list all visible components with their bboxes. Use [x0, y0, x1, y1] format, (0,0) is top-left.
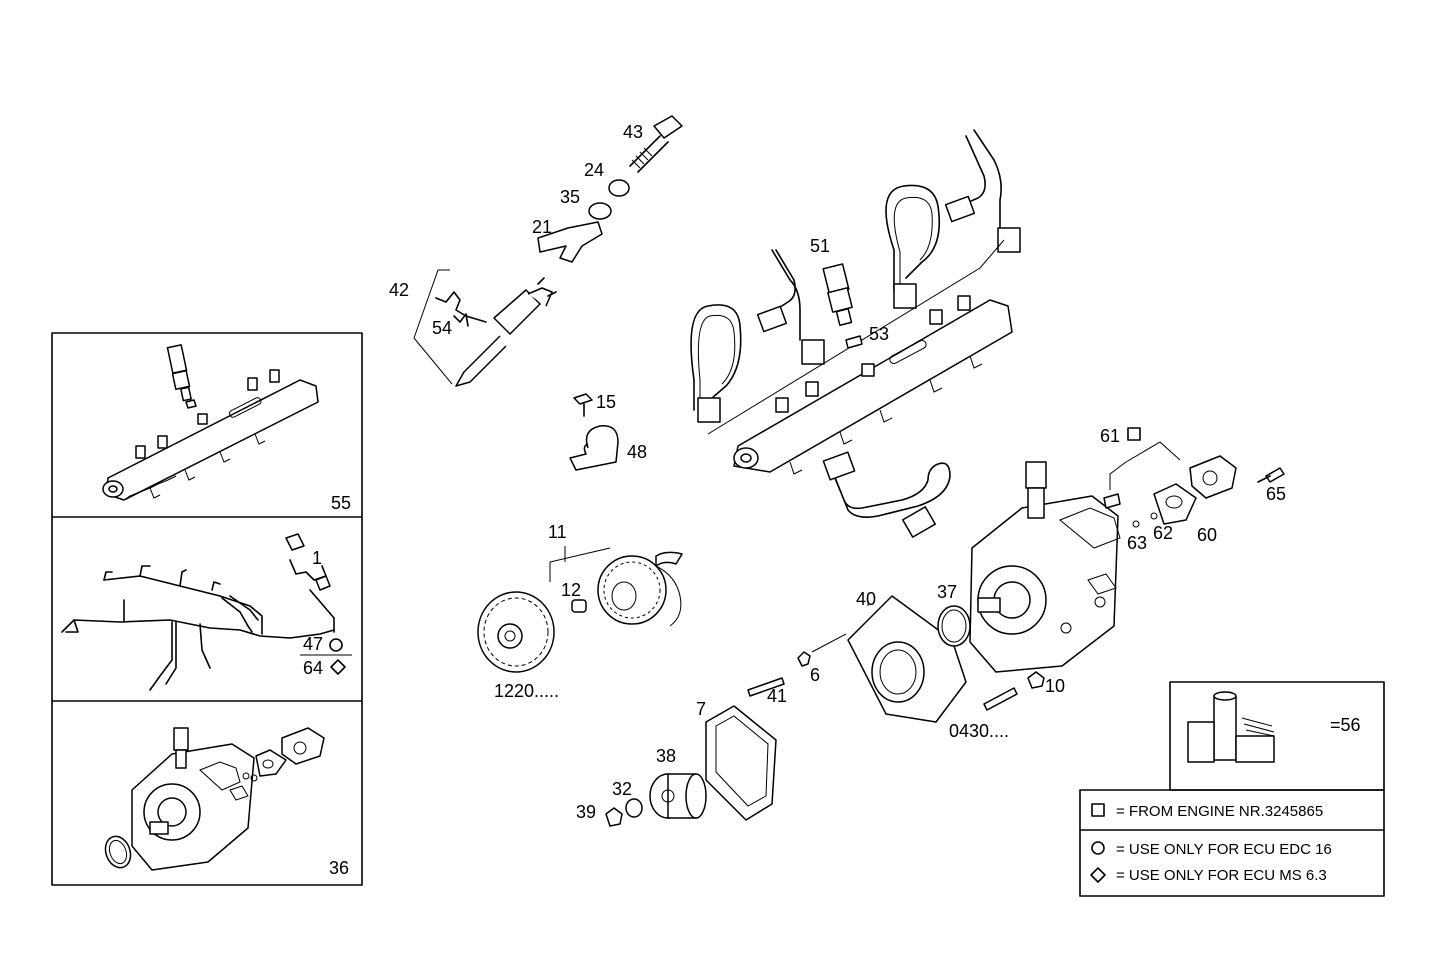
oring-63	[1132, 520, 1140, 528]
gear-11	[597, 551, 683, 627]
rail-panel-label: 55	[331, 493, 351, 513]
diamond-symbol-icon	[330, 659, 346, 675]
callout-0430: 0430....	[949, 721, 1009, 741]
nut-39	[605, 807, 623, 827]
harness-option-b: 64	[303, 658, 323, 678]
callout-10: 10	[1045, 676, 1065, 696]
seal-53	[845, 335, 863, 349]
high-pressure-pump: 61 63 62 60 65	[969, 426, 1286, 673]
callout-21: 21	[532, 217, 552, 237]
gasket-62	[1153, 483, 1197, 525]
injector	[455, 277, 557, 387]
nut-6	[797, 651, 811, 667]
variant-panel-frame	[51, 332, 363, 886]
pipe-1	[690, 304, 742, 411]
valve-60	[1189, 455, 1237, 499]
callout-48: 48	[627, 442, 647, 462]
callout-42: 42	[389, 280, 409, 300]
pump-panel: 36	[104, 727, 349, 878]
kit-label: =56	[1330, 715, 1361, 735]
callout-63: 63	[1127, 533, 1147, 553]
pump-panel-label: 36	[329, 858, 349, 878]
callout-1220: 1220.....	[494, 681, 559, 701]
callout-53: 53	[869, 324, 889, 344]
washer-24	[608, 179, 630, 197]
square-symbol-icon	[1127, 427, 1141, 441]
callout-15: 15	[596, 392, 616, 412]
legend-diamond-icon	[1090, 867, 1106, 883]
pipe-leader	[707, 239, 1005, 435]
legend-symbol-box	[1079, 789, 1385, 897]
callout-62: 62	[1153, 523, 1173, 543]
harness-option-a: 47	[303, 634, 323, 654]
callout-54: 54	[432, 318, 452, 338]
callout-61: 61	[1100, 426, 1120, 446]
bracket-42	[413, 269, 453, 385]
bolt-43	[629, 115, 683, 173]
pipe-4	[949, 135, 986, 211]
harness-panel-label: 1	[312, 548, 322, 568]
pipe-2	[759, 249, 796, 321]
callout-11: 11	[548, 522, 567, 542]
harness-panel: 1 47 64	[61, 533, 352, 691]
cover-7	[705, 705, 777, 821]
gear-1220	[477, 591, 555, 673]
callout-12: 12	[561, 580, 581, 600]
callout-7: 7	[696, 699, 706, 719]
gear-group: 11 12 1220.....	[477, 522, 683, 701]
clip-48	[569, 425, 619, 471]
legend-square-icon	[1091, 803, 1105, 817]
legend-diamond-text: = USE ONLY FOR ECU MS 6.3	[1116, 867, 1327, 884]
legend: =56 = FROM ENGINE NR.3245865 = USE ONLY …	[1079, 681, 1385, 897]
pin-12	[571, 599, 587, 613]
drive-group: 7 38 32 39	[576, 699, 777, 827]
callout-51: 51	[810, 236, 830, 256]
variant-panels: 55	[51, 332, 363, 886]
feed-pipe	[829, 462, 951, 518]
gear-38	[649, 773, 707, 819]
callout-65: 65	[1266, 484, 1286, 504]
callout-41: 41	[767, 686, 787, 706]
callout-35: 35	[560, 187, 580, 207]
rail-panel: 55	[102, 344, 351, 513]
legend-circle-text: = USE ONLY FOR ECU EDC 16	[1116, 841, 1332, 858]
callout-39: 39	[576, 802, 596, 822]
callout-24: 24	[584, 160, 604, 180]
callout-40: 40	[856, 589, 876, 609]
injector-group: 43 24 35 21 42 54	[389, 115, 683, 387]
clip-group: 15 48	[569, 392, 647, 471]
washer-35	[588, 202, 612, 220]
callout-32: 32	[612, 779, 632, 799]
fuel-rail-group: 51 53	[690, 129, 1021, 538]
clamp-21	[537, 221, 603, 263]
legend-circle-icon	[1091, 841, 1105, 855]
circle-symbol-icon	[329, 638, 343, 652]
rail-body	[733, 299, 1013, 473]
callout-60: 60	[1197, 525, 1217, 545]
kit-icon	[1187, 691, 1275, 763]
washer-32	[625, 798, 643, 818]
nut-10	[1027, 671, 1045, 689]
rail-pressure-sensor	[822, 263, 853, 326]
stud-41	[747, 677, 785, 697]
rail-variant-drawing	[102, 344, 319, 501]
pipe-3	[885, 184, 941, 291]
screw-15	[573, 393, 593, 405]
harness-drawing	[61, 533, 335, 691]
screw-65	[1265, 467, 1285, 483]
o-ring-37	[937, 605, 971, 647]
stud-0430	[983, 687, 1018, 711]
pump-variant-drawing	[104, 727, 325, 871]
callout-6: 6	[810, 665, 820, 685]
callout-38: 38	[656, 746, 676, 766]
legend-square-text: = FROM ENGINE NR.3245865	[1116, 803, 1323, 820]
callout-43: 43	[623, 122, 643, 142]
callout-37: 37	[937, 582, 957, 602]
